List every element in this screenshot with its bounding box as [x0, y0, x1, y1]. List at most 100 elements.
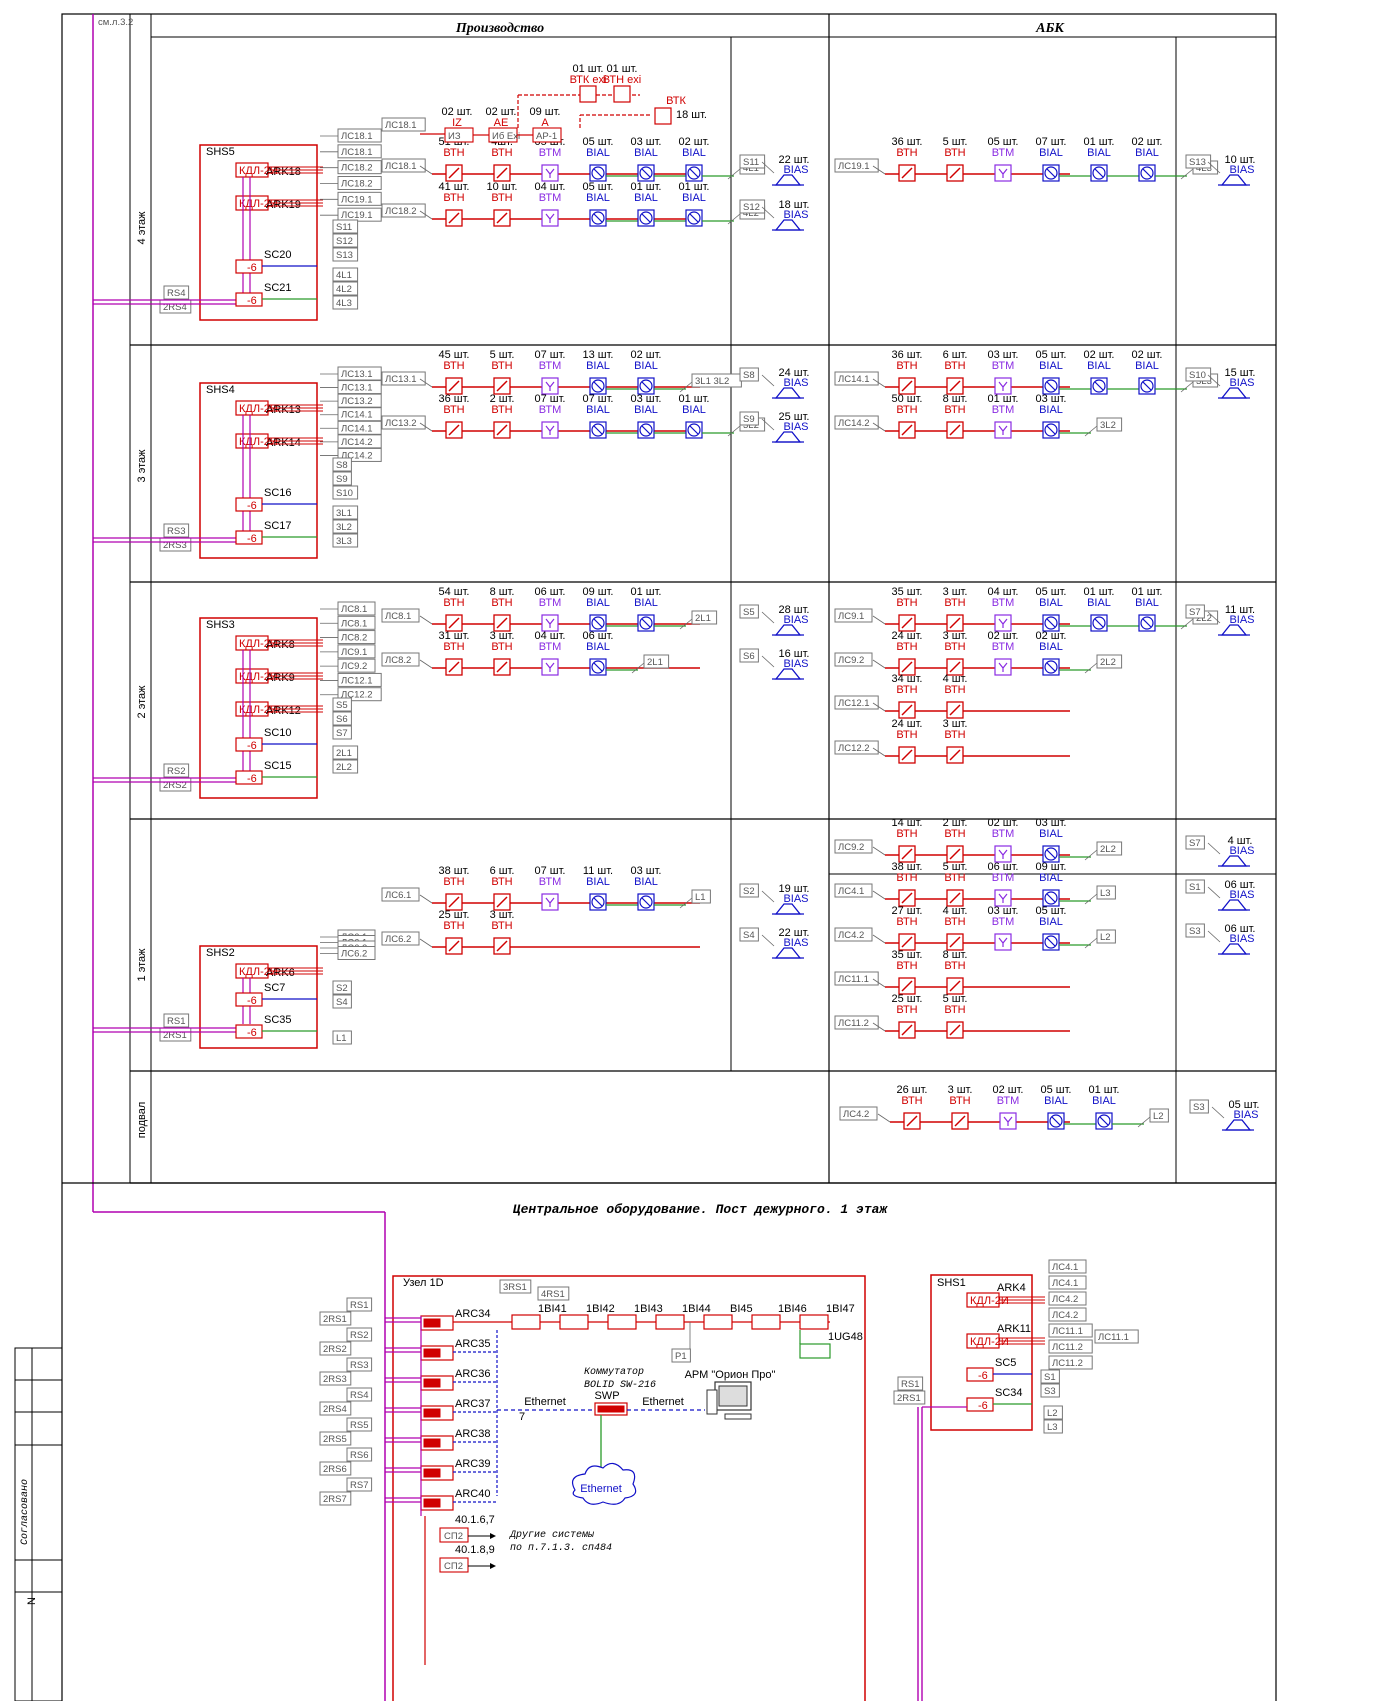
extra-type: A	[541, 117, 549, 129]
exi-detector	[579, 85, 597, 103]
call-point-cross	[689, 425, 699, 435]
leader	[419, 938, 433, 948]
device-type: ВТН	[944, 360, 965, 372]
kdl-label: КДЛ-2И	[239, 403, 278, 415]
ark-name: ARK19	[266, 199, 301, 211]
siren-tag: S7	[1189, 838, 1201, 849]
call-point-cross	[1046, 381, 1056, 391]
device-qty: 31 шт.	[439, 630, 470, 642]
heat-symbol	[998, 381, 1008, 391]
detector-mark	[949, 704, 961, 716]
loop-tag-frame	[337, 380, 382, 395]
sc-name: SC10	[264, 727, 292, 739]
siren-type: BIAS	[783, 421, 808, 433]
call-point-symbol	[1092, 616, 1106, 630]
sc-tag-frame	[332, 505, 359, 520]
device-type: ВТН	[896, 960, 917, 972]
device-type: ВТН	[491, 147, 512, 159]
device-qty: 05 шт.	[1036, 905, 1067, 917]
sp-label: СП2	[444, 1561, 463, 1572]
line-tag: ЛС4.2	[838, 930, 864, 941]
heat-symbol	[545, 213, 555, 223]
device-type: BIAL	[586, 641, 610, 653]
bi-block	[511, 1314, 541, 1330]
device-qty: 02 шт.	[1036, 630, 1067, 642]
switch-model: BOLID SW-216	[584, 1380, 656, 1391]
call-point-symbol	[591, 616, 605, 630]
leader	[761, 611, 775, 624]
device-type: ВТН	[896, 641, 917, 653]
sc-tag-frame	[332, 980, 352, 995]
device-qty: 24 шт.	[892, 718, 923, 730]
rs-tag-frame	[897, 1376, 924, 1391]
call-point-cross	[641, 168, 651, 178]
detector-mark	[901, 848, 913, 860]
leader	[872, 846, 886, 856]
siren-qty: 25 шт.	[779, 411, 810, 423]
rs-tag: RS6	[350, 1450, 368, 1461]
leader	[877, 1113, 891, 1123]
leader	[761, 161, 775, 174]
end-tag-frame	[691, 610, 718, 625]
siren-type: BIAS	[783, 209, 808, 221]
device-type: ВТН	[443, 147, 464, 159]
call-point-cross	[593, 662, 603, 672]
device-type: ВТН	[491, 876, 512, 888]
detector-mark	[496, 424, 508, 436]
device-type: ВТН	[896, 1004, 917, 1016]
p1-tag-frame	[671, 1348, 691, 1363]
device-type: ВТМ	[539, 597, 561, 609]
device-type: ВТМ	[992, 916, 1014, 928]
device-type: ВТН	[443, 404, 464, 416]
end-tag: L3	[1100, 888, 1111, 899]
rs-tag: 2RS4	[163, 302, 187, 313]
call-point-cross	[1046, 937, 1056, 947]
line-tag-frame	[834, 371, 879, 386]
bi-block	[703, 1314, 733, 1330]
loop-tag-frame	[1094, 1329, 1139, 1344]
line-tag: ЛС11.2	[838, 1018, 869, 1029]
device-type: ВТМ	[992, 404, 1014, 416]
relay-label: -6	[978, 1400, 988, 1412]
device-type: ВТН	[896, 360, 917, 372]
device-qty: 03 шт.	[631, 393, 662, 405]
loop-tag-frame	[337, 615, 376, 630]
bi-name: 1BI46	[778, 1303, 807, 1315]
device-qty: 05 шт.	[583, 136, 614, 148]
exi-detector	[613, 85, 631, 103]
bi-name: 1BI42	[586, 1303, 615, 1315]
p1-tag: P1	[675, 1351, 687, 1362]
device-type: ВТН	[944, 641, 965, 653]
bi-name: 1BI41	[538, 1303, 567, 1315]
sc-tag: L1	[336, 1033, 347, 1044]
device-type: ВТН	[944, 147, 965, 159]
sc-tag-frame	[332, 519, 359, 534]
device-type: BIAL	[1039, 641, 1063, 653]
sc-tag-frame	[1043, 1419, 1063, 1434]
central-title: Центральное оборудование. Пост дежурного…	[513, 1202, 889, 1217]
end-tag: 2L2	[1100, 657, 1116, 668]
btk-qty: 18 шт.	[676, 109, 707, 121]
device-qty: 02 шт.	[1132, 136, 1163, 148]
leader	[872, 659, 886, 669]
arc-name: ARC39	[455, 1458, 490, 1470]
call-point-symbol	[639, 379, 653, 393]
call-point-symbol	[1092, 379, 1106, 393]
device-type: ВТН	[944, 597, 965, 609]
heat-symbol	[998, 425, 1008, 435]
siren-qty: 15 шт.	[1225, 367, 1256, 379]
extra-type: IZ	[452, 117, 462, 129]
arc-fill	[423, 1348, 441, 1358]
heat-detector	[994, 889, 1012, 907]
call-point-cross	[1094, 618, 1104, 628]
column-production: Производство	[455, 21, 544, 36]
siren-qty: 22 шт.	[779, 154, 810, 166]
detector-mark	[496, 212, 508, 224]
ethernet-label: Ethernet	[524, 1396, 566, 1408]
siren-type: BIAS	[1229, 377, 1254, 389]
device-type: BIAL	[586, 192, 610, 204]
call-point-cross	[641, 213, 651, 223]
rs-tag: 2RS3	[323, 1374, 347, 1385]
device-qty: 2 шт.	[943, 817, 968, 829]
line-tag-frame	[834, 1015, 879, 1030]
